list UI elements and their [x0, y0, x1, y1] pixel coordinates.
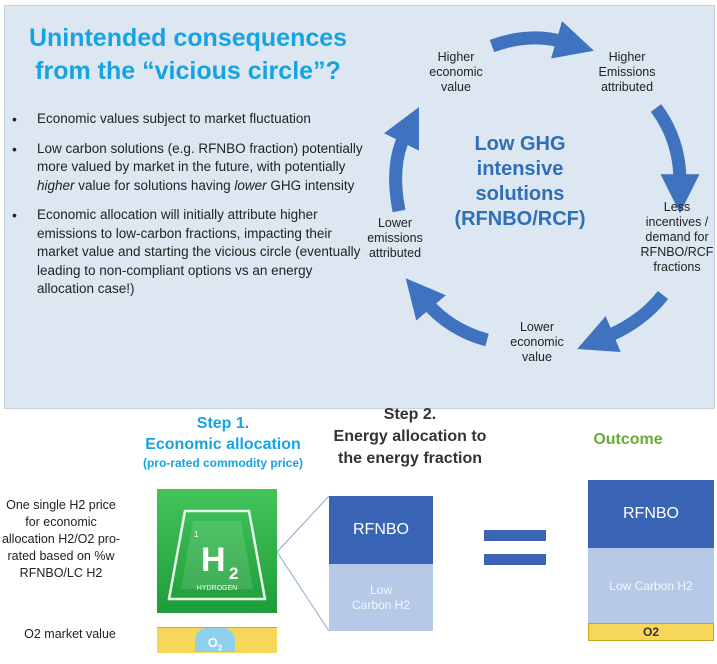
bullet-item: Economic values subject to market fluctu… [10, 110, 370, 129]
label-less-incentives: Less incentives / demand for RFNBO/RCF f… [632, 200, 717, 275]
description-line: rated based on %w [7, 549, 115, 563]
outcome-low-carbon-block: Low Carbon H2 [588, 548, 714, 623]
equals-sign-top-bar [484, 530, 546, 541]
step2-heading: Step 2. Energy allocation to the energy … [305, 404, 515, 470]
label-line: Less [663, 200, 691, 214]
bullet-text: Economic allocation will initially attri… [37, 207, 361, 296]
cycle-arrow-bottom [405, 278, 489, 347]
step2-title-line: Energy allocation to [333, 428, 487, 445]
rfnbo-block: RFNBO [329, 496, 433, 564]
step1-heading: Step 1. Economic allocation (pro-rated c… [138, 413, 308, 471]
page-title: Unintended consequences from the “viciou… [8, 22, 368, 88]
label-line: fractions [653, 260, 701, 274]
low-carbon-line: Carbon H2 [351, 597, 411, 612]
cycle-center-label: Low GHG intensive solutions (RFNBO/RCF) [440, 132, 600, 232]
label-higher-emissions: Higher Emissions attributed [582, 50, 672, 95]
cycle-arrow-top [489, 21, 594, 59]
step1-subtitle: (pro-rated commodity price) [142, 456, 304, 470]
hydrogen-caption: HYDROGEN [197, 585, 237, 592]
outcome-heading: Outcome [593, 431, 663, 448]
hydrogen-symbol: H [201, 541, 226, 579]
step2-title-line: the energy fraction [337, 450, 483, 467]
step1-title-line: Economic allocation [145, 436, 301, 453]
hydrogen-icon-box: 1 H 2 HYDROGEN [157, 489, 277, 613]
bullet-item: Economic allocation will initially attri… [10, 206, 370, 299]
o2-subscript: 2 [217, 643, 223, 653]
label-line: RFNBO/RCF [640, 245, 714, 259]
outcome-o2-block: O2 [588, 623, 714, 641]
label-line: Higher [608, 50, 646, 64]
o2-symbol: O [207, 635, 218, 650]
title-line-1: Unintended consequences [28, 24, 348, 52]
label-higher-economic-value: Higher economic value [416, 50, 496, 95]
center-line: (RFNBO/RCF) [454, 208, 586, 230]
equals-sign-bottom-bar [484, 554, 546, 565]
center-line: solutions [475, 183, 565, 205]
description-line: allocation H2/O2 pro- [1, 532, 121, 546]
low-carbon-line: Low [369, 582, 392, 597]
label-line: economic [510, 335, 564, 349]
label-line: attributed [368, 246, 422, 260]
title-line-2: from the “vicious circle”? [35, 57, 341, 85]
label-line: value [441, 80, 471, 94]
outcome-rfnbo-block: RFNBO [588, 480, 714, 548]
cycle-arrow-right-upper [650, 104, 700, 214]
hydrogen-corner-number: 1 [194, 530, 199, 539]
step2-title-line: Step 2. [383, 406, 437, 423]
label-line: value [522, 350, 552, 364]
label-lower-economic-value: Lower economic value [492, 320, 582, 365]
o2-market-value-label: O2 market value [24, 627, 116, 641]
h2-price-description: One single H2 price for economic allocat… [0, 497, 142, 582]
center-line: Low GHG [474, 133, 566, 155]
center-line: intensive [476, 158, 564, 180]
cycle-arrow-left [384, 107, 419, 213]
label-line: Lower [377, 216, 413, 230]
cycle-arrow-right-lower [577, 290, 669, 352]
bullet-emphasis: lower [234, 177, 267, 193]
bullet-list: Economic values subject to market fluctu… [10, 110, 370, 310]
connector-bottom-line [276, 551, 330, 632]
bullet-text-part: Low carbon solutions (e.g. RFNBO fractio… [37, 140, 363, 175]
low-carbon-block: Low Carbon H2 [329, 564, 433, 631]
hydrogen-icon: 1 H 2 HYDROGEN [167, 509, 267, 601]
label-lower-emissions: Lower emissions attributed [355, 216, 435, 261]
bullet-text-part: GHG intensity [266, 177, 355, 193]
bullet-item: Low carbon solutions (e.g. RFNBO fractio… [10, 140, 370, 196]
description-line: for economic [25, 515, 97, 529]
label-line: incentives / [645, 215, 709, 229]
bullet-text: Economic values subject to market fluctu… [37, 111, 311, 126]
label-line: Higher [437, 50, 475, 64]
description-line: RFNBO/LC H2 [19, 566, 103, 580]
label-line: Emissions [598, 65, 656, 79]
label-line: Lower [519, 320, 555, 334]
label-line: economic [429, 65, 483, 79]
label-line: emissions [367, 231, 423, 245]
bullet-emphasis: higher [37, 177, 75, 193]
bullet-text-part: value for solutions having [74, 177, 235, 193]
connector-top-line [276, 495, 330, 553]
label-line: attributed [600, 80, 654, 94]
o2-cloud-icon: O2 [195, 628, 235, 653]
step1-title-line: Step 1. [196, 415, 250, 432]
label-line: demand for [645, 230, 709, 244]
hydrogen-subscript: 2 [229, 564, 238, 583]
description-line: One single H2 price [6, 498, 116, 512]
